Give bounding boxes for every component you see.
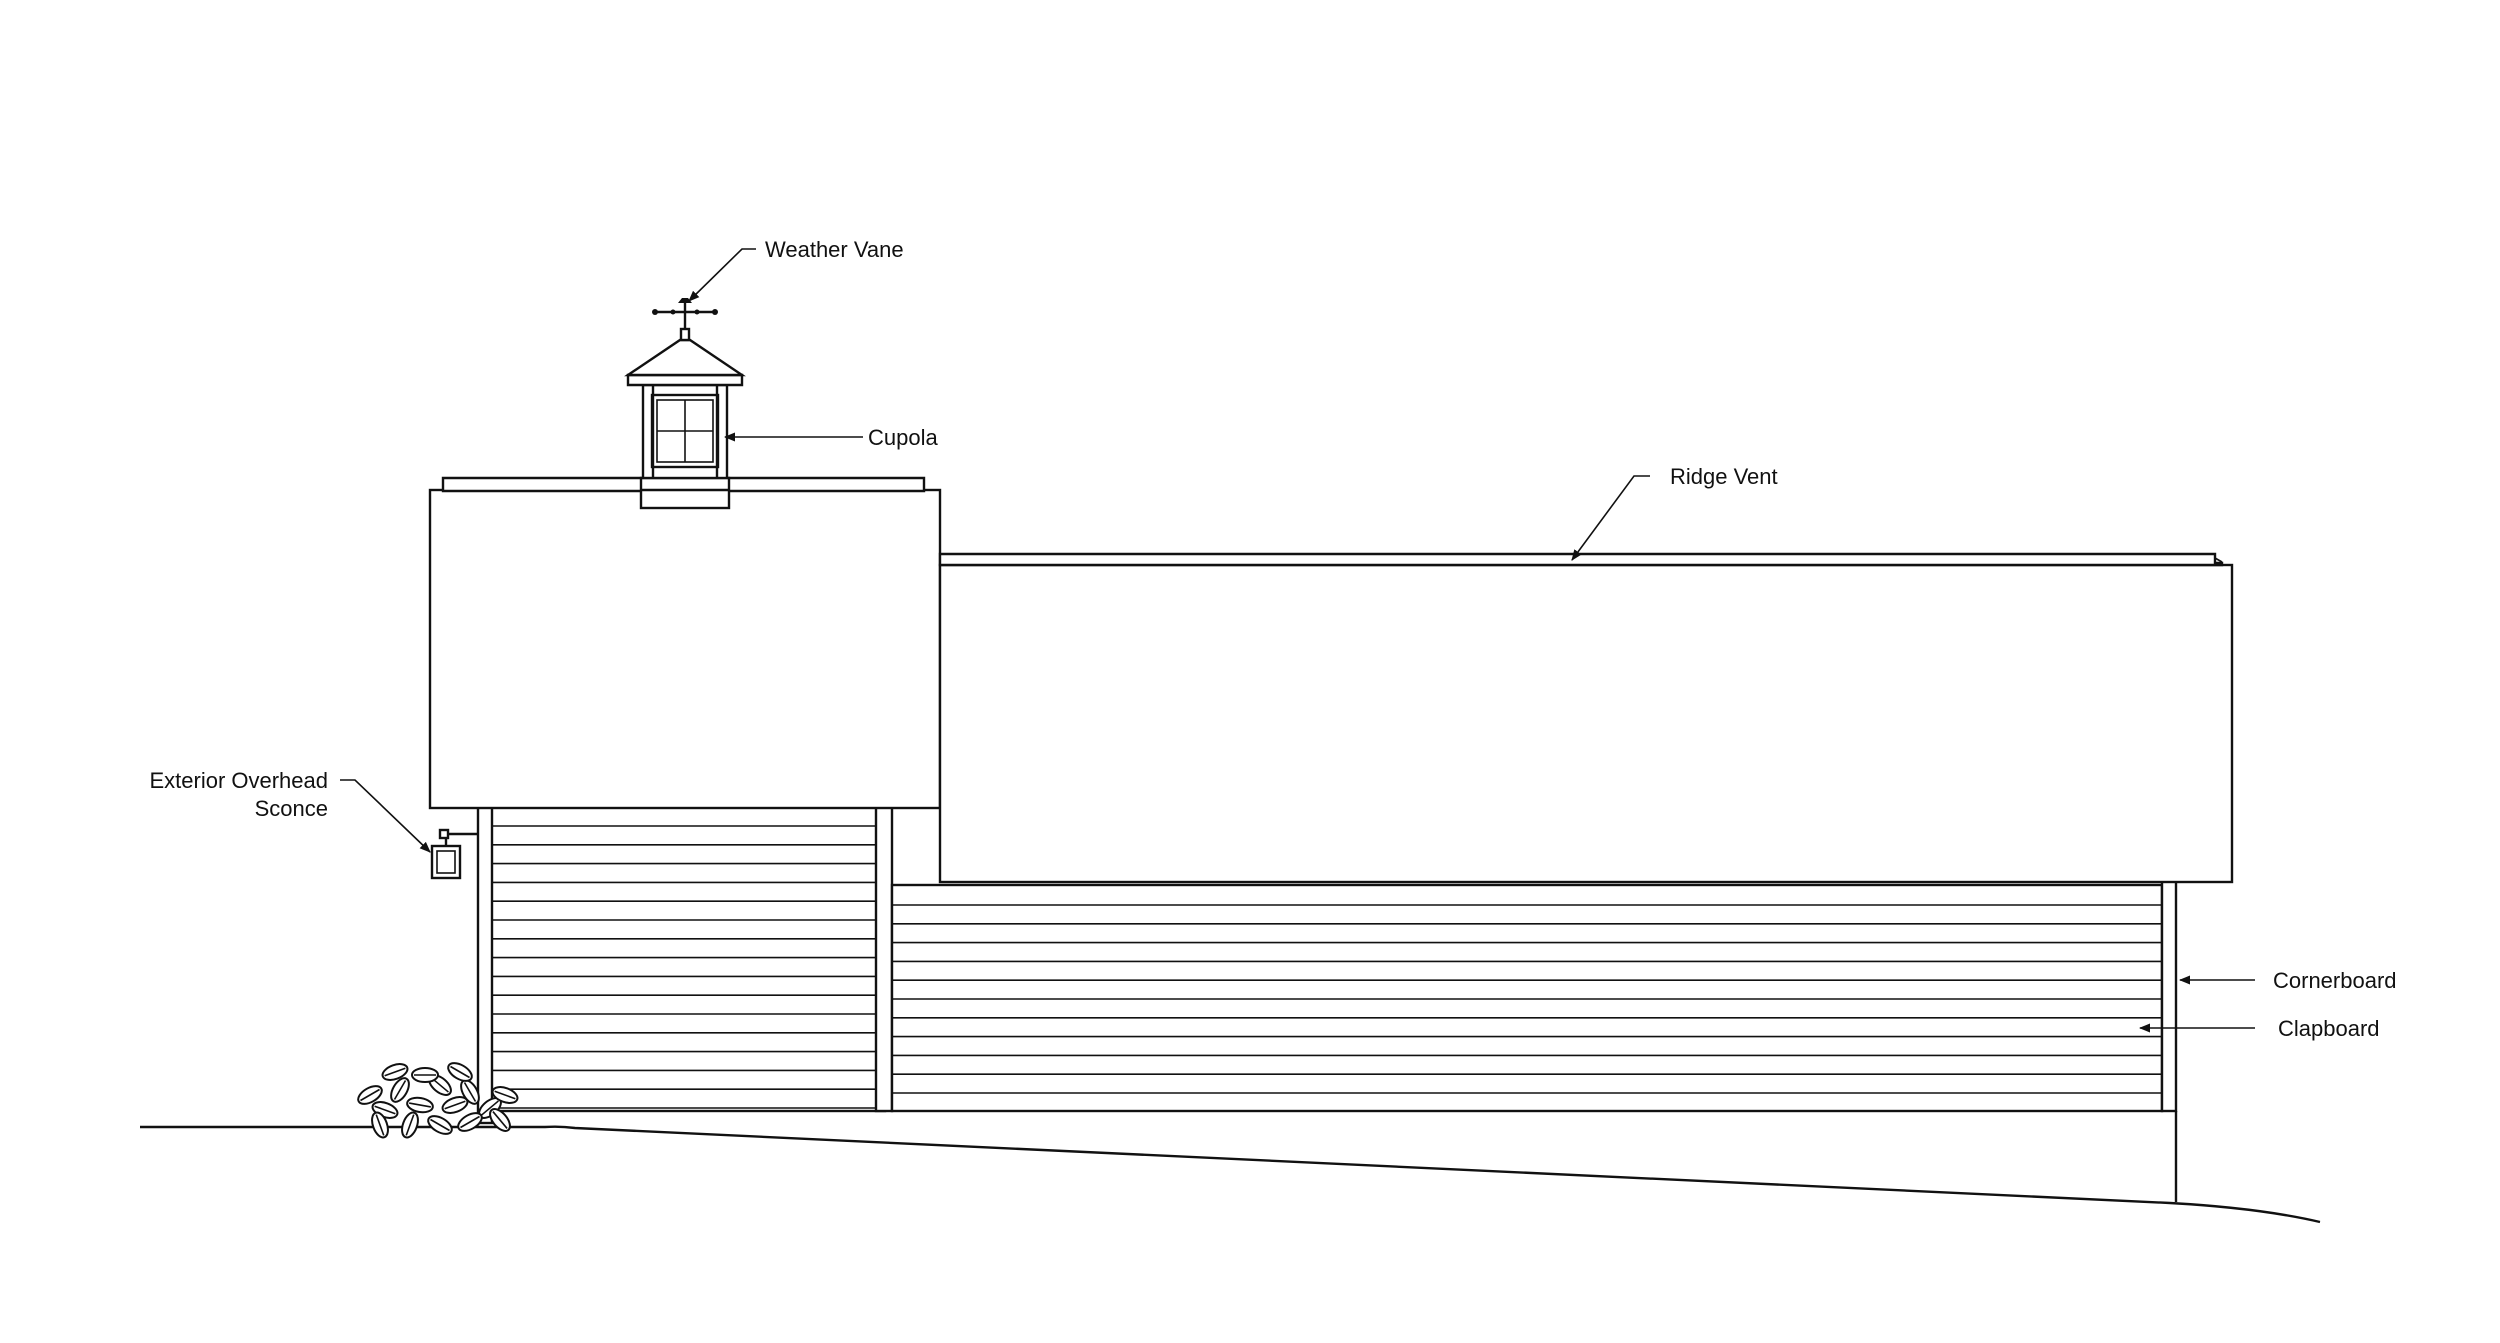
main-wing-clapboards — [892, 904, 2162, 1094]
shrub-leaf-vein — [460, 1115, 480, 1129]
shrub-leaf-vein — [409, 1102, 431, 1108]
cupola-cap — [624, 338, 746, 377]
shrub-leaf-vein — [444, 1100, 466, 1110]
label-cornerboard: Cornerboard — [2273, 968, 2397, 993]
label-sconce-line1: Exterior Overhead — [149, 768, 328, 793]
main-wing-siding — [890, 883, 2164, 1113]
cupola-roof — [626, 373, 744, 387]
shrub-leaf-vein — [463, 1082, 477, 1102]
shrub-leaf-vein — [393, 1080, 407, 1100]
shrub-leaf-vein — [384, 1067, 406, 1077]
left-wing-wall — [476, 803, 894, 1125]
label-sconce-line2: Sconce — [255, 796, 328, 821]
shrub-leaf-vein — [430, 1118, 450, 1132]
cupola — [624, 327, 746, 510]
main-wing-roof — [938, 563, 2234, 884]
weather-vane — [652, 298, 718, 329]
cupola-base — [639, 476, 731, 510]
shrub-leaf-vein — [375, 1114, 385, 1136]
shrub-leaf-vein — [494, 1090, 516, 1100]
shrub-leaf-vein — [492, 1111, 508, 1129]
label-clapboard: Clapboard — [2278, 1016, 2380, 1041]
label-ridge-vent: Ridge Vent — [1670, 464, 1778, 489]
main-wing-wall — [890, 878, 2178, 1202]
ridge-vent — [938, 552, 2224, 567]
left-cornerboard — [476, 803, 494, 1125]
shrub-leaf-vein — [374, 1105, 396, 1115]
ridge-vent-edge — [2214, 557, 2223, 563]
exterior-sconce — [430, 828, 478, 880]
ground-line — [140, 1125, 2321, 1224]
right-cornerboard — [2160, 878, 2178, 1113]
shrub-leaf-vein — [405, 1114, 415, 1136]
leader-lines — [340, 248, 2255, 1033]
label-cupola: Cupola — [868, 425, 938, 450]
shrub-leaf-vein — [481, 1100, 499, 1116]
shrub — [357, 1062, 519, 1139]
middle-cornerboard — [874, 803, 894, 1113]
left-wing-clapboards — [492, 825, 876, 1109]
left-wing-roof — [428, 488, 942, 810]
shrub-leaf-vein — [360, 1088, 380, 1102]
label-weather-vane: Weather Vane — [765, 237, 904, 262]
shrub-leaf-vein — [450, 1065, 470, 1079]
